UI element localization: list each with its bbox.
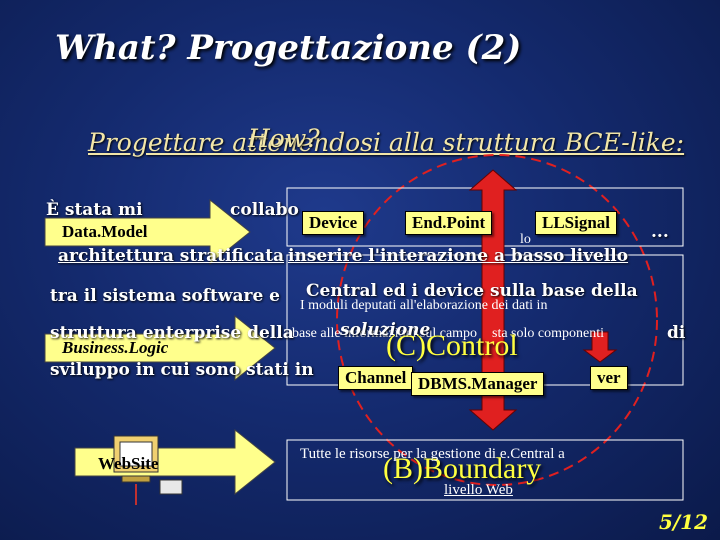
body-line-2b: inserire l'interazione a basso livello xyxy=(288,246,629,266)
dashed-circle xyxy=(336,154,658,486)
channel-box: Channel xyxy=(338,366,414,390)
subtitle-text: Progettare attenendosi alla struttura BC… xyxy=(88,128,685,157)
control-layer-label: (C)Control xyxy=(386,329,518,362)
ver-box: ver xyxy=(590,366,628,390)
businesslogic-label: Business.Logic xyxy=(62,338,169,357)
body-line-1-tail: ... xyxy=(651,222,669,242)
body-line-4c: di xyxy=(667,323,686,343)
subtitle-overlap: How? xyxy=(248,124,320,153)
website-label: WebSite xyxy=(98,454,159,473)
overlay-line-b: base alle informazioni sul campo xyxy=(292,326,478,341)
boundary-layer-label: (B)Boundary xyxy=(383,452,542,485)
boundary-desc-2: livello Web xyxy=(444,482,513,498)
bottom-system-box xyxy=(286,439,684,501)
computer-icon xyxy=(113,435,183,505)
datamodel-arrow-icon xyxy=(44,198,251,266)
website-arrow-icon xyxy=(74,428,276,496)
slide-title: What? Progettazione (2) xyxy=(55,28,522,68)
endpoint-box: End.Point xyxy=(405,211,493,235)
red-down-arrow-icon xyxy=(582,331,618,363)
datamodel-label: Data.Model xyxy=(62,222,148,241)
llsignal-box: LLSignal xyxy=(535,211,618,235)
body-line-3: tra il sistema software e xyxy=(50,286,280,306)
boundary-desc-1: Tutte le risorse per la gestione di e.Ce… xyxy=(300,446,565,462)
body-line-4b: soluzione xyxy=(340,320,431,340)
body-line-1b: collabo xyxy=(230,200,299,220)
body-line-4a: struttura enterprise della xyxy=(50,323,294,343)
slide-subtitle: Progettare attenendosi alla struttura BC… xyxy=(88,128,684,157)
overlay-line-a: I moduli deputati all'elaborazione dei d… xyxy=(300,298,548,313)
overlay-line-c: sta solo componenti xyxy=(492,326,604,341)
page-number: 5/12 xyxy=(658,510,708,534)
body-line-1a: È stata mi xyxy=(46,200,143,220)
body-line-5: sviluppo in cui sono stati in xyxy=(50,360,314,380)
body-line-3b: Central ed i device sulla base della xyxy=(306,281,638,301)
dbms-manager-box: DBMS.Manager xyxy=(411,372,545,396)
device-box: Device xyxy=(302,211,365,235)
red-updown-arrow-icon xyxy=(468,169,518,431)
businesslogic-arrow-icon xyxy=(44,314,276,382)
body-small-lo: lo xyxy=(520,232,531,247)
body-line-2a: architettura stratificata xyxy=(58,246,285,266)
